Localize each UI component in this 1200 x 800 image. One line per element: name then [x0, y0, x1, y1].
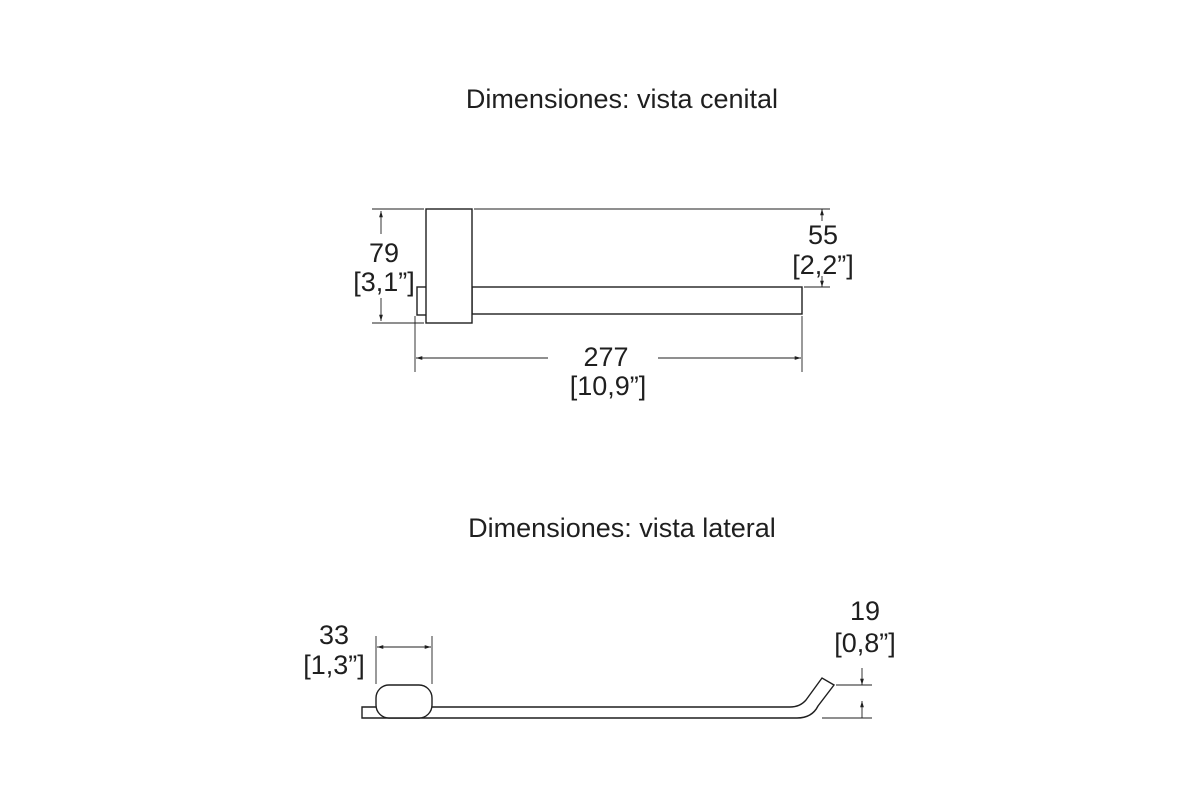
top-view-bar — [471, 286, 803, 315]
side-view: Dimensiones: vista lateral 33 [1,3”] 19 … — [303, 513, 896, 719]
dimension-tip-height: 19 [0,8”] — [834, 596, 896, 718]
top-view: Dimensiones: vista cenital 79 [3,1”] 55 … — [353, 84, 854, 401]
dimension-length: 277 [10,9”] — [416, 342, 801, 401]
dimension-inches: [2,2”] — [792, 250, 854, 280]
dimension-value: 79 — [369, 238, 399, 268]
dimension-inches: [10,9”] — [570, 371, 647, 401]
dimension-height: 79 [3,1”] — [353, 211, 415, 321]
top-view-title: Dimensiones: vista cenital — [466, 84, 778, 114]
side-view-mount-block — [375, 684, 433, 719]
top-view-mount-block — [425, 208, 473, 324]
dimension-value: 33 — [319, 620, 349, 650]
side-view-title: Dimensiones: vista lateral — [468, 513, 776, 543]
top-view-object — [416, 208, 803, 324]
dimension-inches: [1,3”] — [303, 650, 365, 680]
dimension-inches: [0,8”] — [834, 628, 896, 658]
side-view-object — [361, 677, 836, 719]
dimension-inches: [3,1”] — [353, 267, 415, 297]
dimension-value: 55 — [808, 220, 838, 250]
dimension-bar-width: 55 [2,2”] — [792, 209, 854, 287]
dimension-value: 277 — [583, 342, 628, 372]
side-view-bar — [361, 677, 836, 719]
dimension-base-width: 33 [1,3”] — [303, 620, 431, 680]
dimension-value: 19 — [850, 596, 880, 626]
